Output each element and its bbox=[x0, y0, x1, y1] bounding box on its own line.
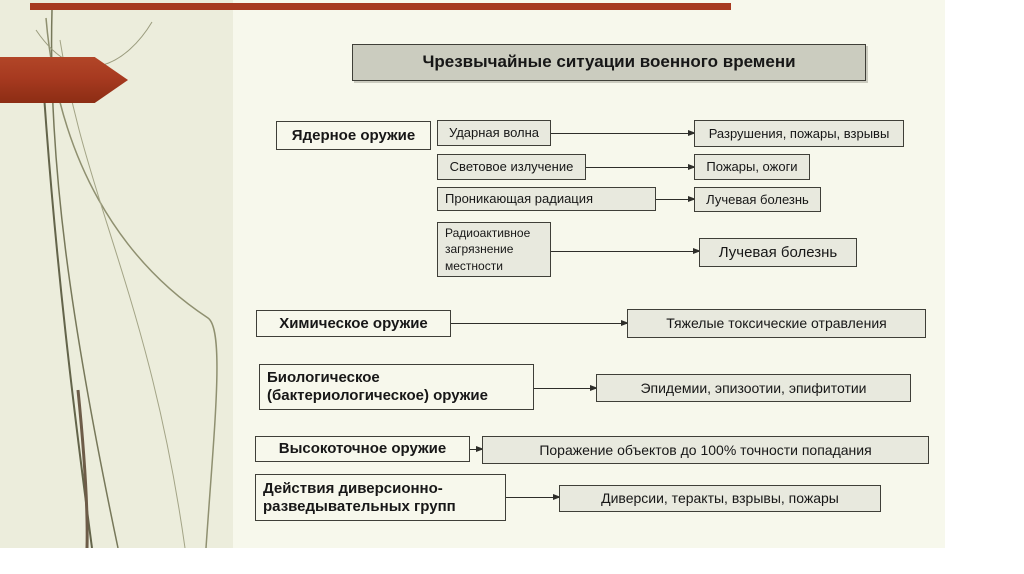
sabotage-acts-box: Диверсии, теракты, взрывы, пожары bbox=[559, 485, 881, 512]
slide-title: Чрезвычайные ситуации военного времени bbox=[352, 44, 866, 81]
toxic-poisoning-box: Тяжелые токсические отравления bbox=[627, 309, 926, 338]
slide: Чрезвычайные ситуации военного времени Я… bbox=[0, 0, 945, 548]
arrow-connector bbox=[451, 319, 629, 326]
arrow-connector bbox=[551, 129, 696, 136]
arrow-connector bbox=[534, 384, 598, 391]
light-radiation-box: Световое излучение bbox=[437, 154, 586, 180]
radiation-sickness-large-box: Лучевая болезнь bbox=[699, 238, 857, 267]
radioactive-contamination-box: Радиоактивное загрязнение местности bbox=[437, 222, 551, 277]
content-panel bbox=[233, 0, 945, 548]
arrow-connector bbox=[506, 493, 561, 500]
chemical-weapon-box: Химическое оружие bbox=[256, 310, 451, 337]
target-precision-box: Поражение объектов до 100% точности попа… bbox=[482, 436, 929, 464]
epidemics-box: Эпидемии, эпизоотии, эпифитотии bbox=[596, 374, 911, 402]
shock-wave-box: Ударная волна bbox=[437, 120, 551, 146]
nuclear-weapon-box: Ядерное оружие bbox=[276, 121, 431, 150]
biological-weapon-box: Биологическое (бактериологическое) оружи… bbox=[259, 364, 534, 410]
precision-weapon-box: Высокоточное оружие bbox=[255, 436, 470, 462]
accent-top-bar bbox=[30, 3, 731, 10]
arrow-connector bbox=[551, 247, 701, 254]
penetrating-radiation-box: Проникающая радиация bbox=[437, 187, 656, 211]
fires-burns-box: Пожары, ожоги bbox=[694, 154, 810, 180]
arrow-connector bbox=[586, 163, 696, 170]
sabotage-groups-box: Действия диверсионно-разведывательных гр… bbox=[255, 474, 506, 521]
arrow-connector bbox=[470, 445, 484, 452]
radiation-sickness-box: Лучевая болезнь bbox=[694, 187, 821, 212]
destruction-fires-explosions-box: Разрушения, пожары, взрывы bbox=[694, 120, 904, 147]
arrow-connector bbox=[656, 195, 696, 202]
